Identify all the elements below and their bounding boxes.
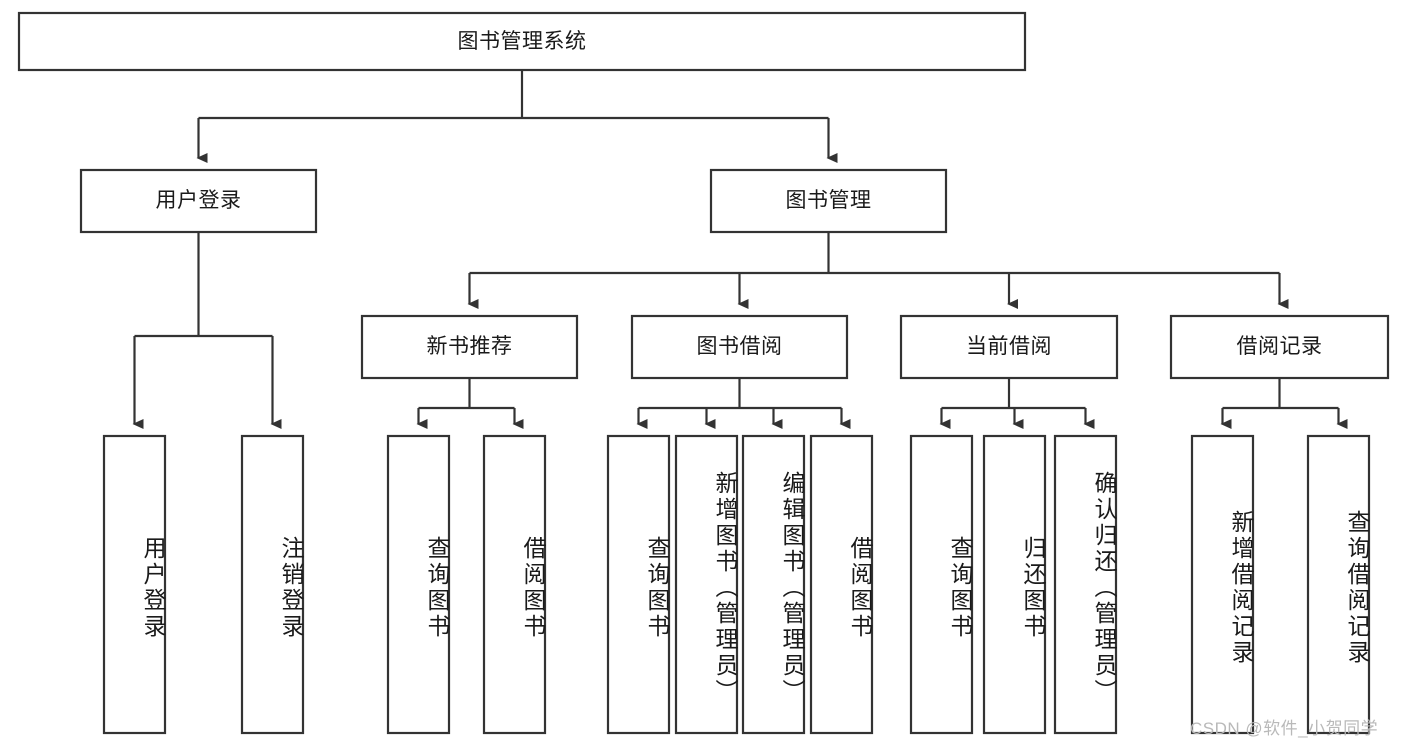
node-box-leaf-user-logout[interactable] [240,434,305,735]
node-box-leaf-query-record[interactable] [1306,434,1371,735]
node-box-leaf-query-book-cur[interactable] [909,434,974,735]
node-box-leaf-borrow-book[interactable] [809,434,874,735]
node-box-book-borrow[interactable] [630,314,849,380]
node-box-leaf-borrow-book-rec[interactable] [482,434,547,735]
node-box-new-book-rec[interactable] [360,314,579,380]
node-box-leaf-query-book-rec[interactable] [386,434,451,735]
node-box-leaf-user-login[interactable] [102,434,167,735]
csdn-watermark: CSDN @软件_小贺同学 [1190,719,1379,738]
node-box-leaf-add-record[interactable] [1190,434,1255,735]
node-box-leaf-query-book-borrow[interactable] [606,434,671,735]
node-box-book-manage[interactable] [709,168,948,234]
node-box-leaf-edit-book[interactable] [741,434,806,735]
node-box-borrow-record[interactable] [1169,314,1390,380]
node-box-root[interactable] [17,11,1027,72]
node-box-leaf-return-book[interactable] [982,434,1047,735]
node-box-leaf-confirm-return[interactable] [1053,434,1118,735]
node-box-current-borrow[interactable] [899,314,1119,380]
node-box-user-login[interactable] [79,168,318,234]
node-box-leaf-add-book[interactable] [674,434,739,735]
connector-layer [132,70,1348,429]
box-layer [17,11,1390,735]
